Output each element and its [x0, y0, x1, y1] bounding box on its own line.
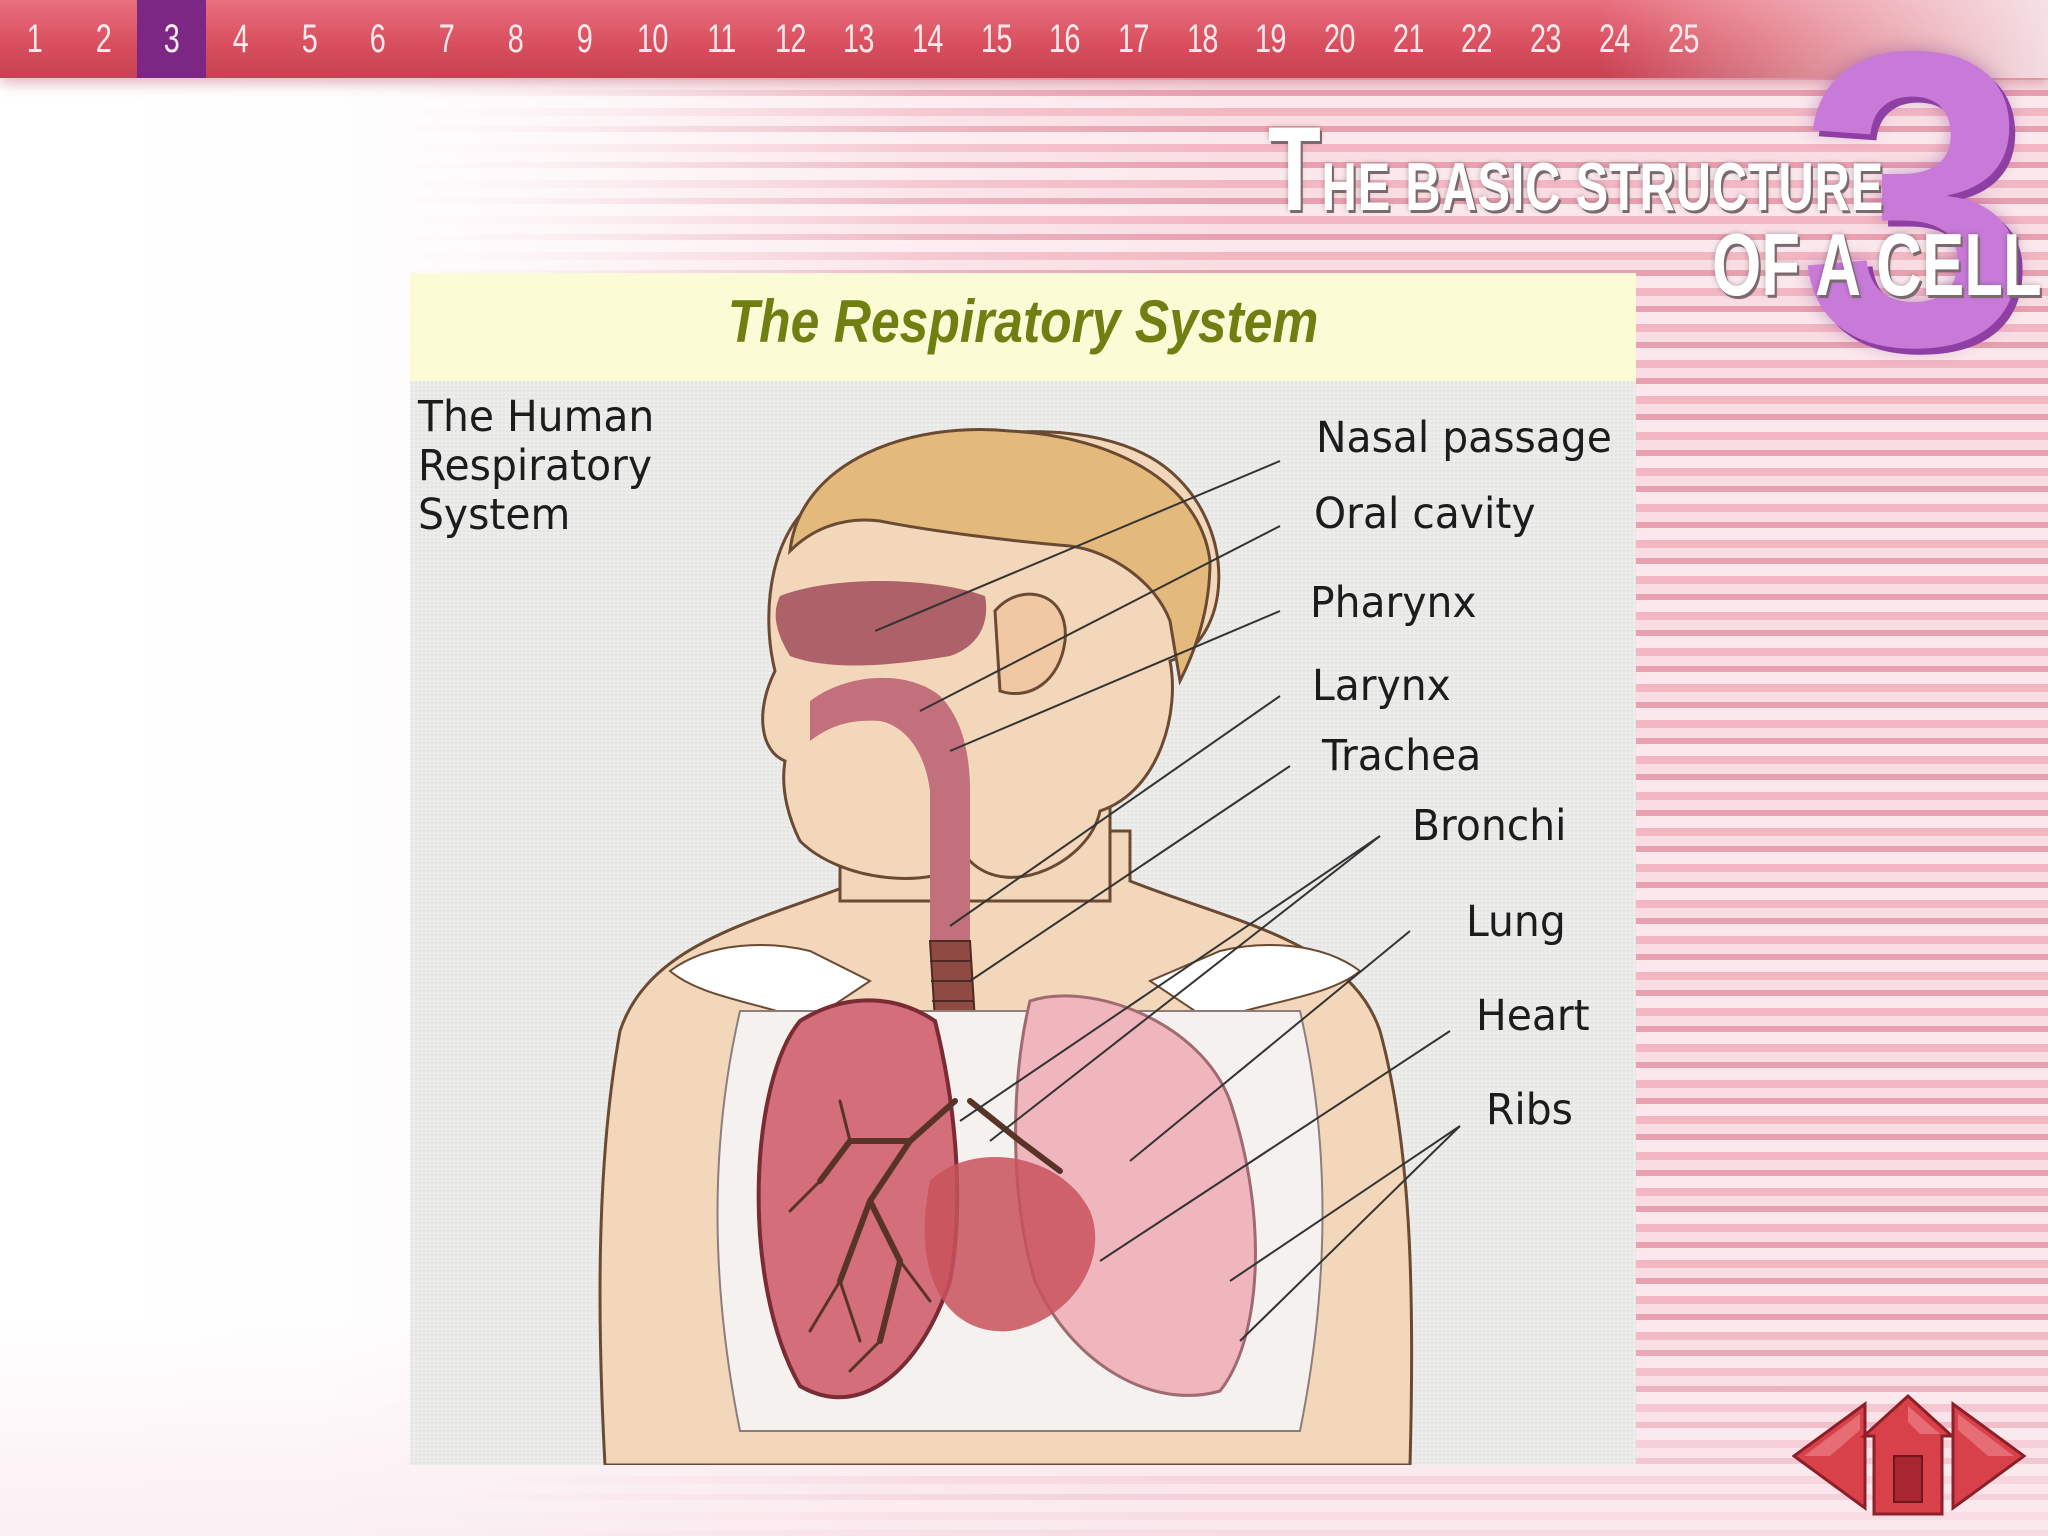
slide-number-item[interactable]: 2: [69, 0, 138, 78]
slide-number-item[interactable]: 9: [550, 0, 619, 78]
slide-number-item[interactable]: 12: [756, 0, 825, 78]
slide-number-label: 17: [1118, 16, 1149, 61]
slide-number-label: 14: [911, 16, 943, 61]
chapter-title-line2: OF A CELL: [1712, 215, 2042, 314]
chapter-title-line1: THE BASIC STRUCTURE: [1268, 100, 1884, 238]
slide-number-label: 11: [706, 16, 736, 61]
slide-number-label: 23: [1530, 16, 1561, 61]
slide-number-item[interactable]: 11: [687, 0, 756, 78]
slide-number-label: 16: [1049, 16, 1080, 61]
slide-number-item[interactable]: 6: [343, 0, 412, 78]
slide-number-item[interactable]: 5: [275, 0, 344, 78]
chapter-title-initial: T: [1268, 102, 1322, 236]
slide-number-item[interactable]: 8: [481, 0, 550, 78]
slide-number-item[interactable]: 17: [1099, 0, 1168, 78]
slide-number-label: 18: [1186, 16, 1218, 61]
slide-number-label: 10: [637, 16, 668, 61]
slide-number-label: 21: [1392, 16, 1424, 61]
slide-number-item[interactable]: 20: [1305, 0, 1374, 78]
slide-navigation: [1790, 1392, 2030, 1522]
slide-number-label: 13: [843, 16, 874, 61]
slide-number-item[interactable]: 22: [1442, 0, 1511, 78]
figure-caption: The Human Respiratory System: [418, 393, 654, 540]
slide-number-label: 4: [232, 16, 249, 61]
chapter-number: 3: [1798, 0, 2032, 434]
slide-number-list: 1 2 3 4 5 6 7 8 9 10 11 12 13 14 15 16 1…: [0, 0, 1717, 78]
figure-caption-line: Respiratory: [418, 441, 653, 491]
topbar-fade: [1600, 0, 2048, 78]
label-nasal-passage: Nasal passage: [1316, 413, 1612, 463]
slide-title-band: The Respiratory System: [410, 273, 1636, 381]
slide-number-label: 1: [26, 16, 43, 61]
slide-number-item[interactable]: 18: [1168, 0, 1237, 78]
label-ribs: Ribs: [1486, 1085, 1573, 1135]
slide-number-item[interactable]: 10: [618, 0, 687, 78]
slide-number-item[interactable]: 1: [0, 0, 69, 78]
left-arrow-icon[interactable]: [1790, 1400, 1868, 1512]
slide-number-item[interactable]: 4: [206, 0, 275, 78]
label-bronchi: Bronchi: [1412, 801, 1567, 851]
slide-number-item-active[interactable]: 3: [137, 0, 207, 78]
slide-number-item[interactable]: 7: [412, 0, 481, 78]
label-trachea: Trachea: [1322, 731, 1482, 781]
label-pharynx: Pharynx: [1310, 578, 1477, 628]
slide-number-label: 19: [1255, 16, 1287, 61]
slide-number-label: 15: [980, 16, 1012, 61]
right-arrow-icon[interactable]: [1950, 1400, 2028, 1512]
slide-number-label: 7: [438, 16, 455, 61]
figure-caption-line: System: [418, 490, 571, 540]
slide-number-label: 5: [301, 16, 317, 61]
home-icon[interactable]: [1860, 1392, 1956, 1518]
slide-number-label: 9: [576, 16, 592, 61]
slide-number-item[interactable]: 23: [1511, 0, 1580, 78]
slide-number-label: 2: [95, 16, 111, 61]
slide-number-bar: 1 2 3 4 5 6 7 8 9 10 11 12 13 14 15 16 1…: [0, 0, 2048, 78]
label-lung: Lung: [1466, 897, 1566, 947]
slide-number-label: 3: [164, 16, 180, 61]
label-larynx: Larynx: [1312, 661, 1451, 711]
slide-content-card: The Respiratory System: [410, 273, 1636, 1465]
label-heart: Heart: [1476, 991, 1590, 1041]
slide-title: The Respiratory System: [727, 288, 1319, 355]
slide-number-label: 12: [774, 16, 806, 61]
respiratory-illustration: [598, 428, 1461, 1465]
figure-caption-line: The Human: [418, 392, 655, 442]
chapter-title-rest: HE BASIC STRUCTURE: [1321, 149, 1884, 225]
slide-number-item[interactable]: 16: [1030, 0, 1099, 78]
slide-number-label: 8: [507, 16, 524, 61]
slide-number-item[interactable]: 21: [1374, 0, 1443, 78]
slide-number-item[interactable]: 15: [962, 0, 1031, 78]
slide-number-item[interactable]: 14: [893, 0, 962, 78]
slide-number-label: 20: [1324, 16, 1355, 61]
slide-number-label: 6: [370, 16, 386, 61]
slide-number-item[interactable]: 19: [1236, 0, 1305, 78]
label-oral-cavity: Oral cavity: [1314, 489, 1536, 539]
slide-number-label: 22: [1461, 16, 1493, 61]
slide-number-item[interactable]: 13: [824, 0, 893, 78]
